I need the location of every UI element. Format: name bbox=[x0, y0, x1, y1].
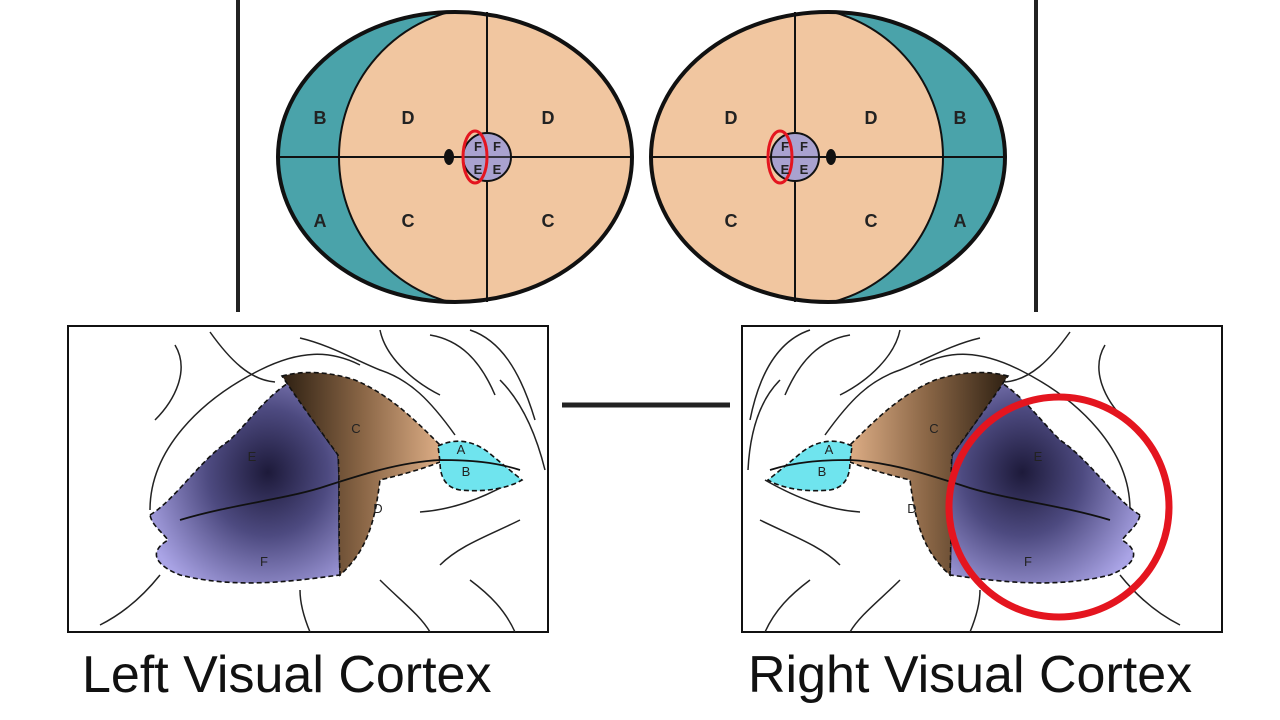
right-eye-blind-spot bbox=[826, 149, 836, 165]
right-cortex-label-d: D bbox=[907, 501, 916, 516]
left-cortex-calcarine bbox=[179, 459, 521, 521]
left-cortex-label-c: C bbox=[351, 421, 360, 436]
right-cortex-sulci bbox=[747, 329, 1181, 633]
left-cortex-label-e: E bbox=[248, 449, 257, 464]
right-cortex-label-e: E bbox=[1034, 449, 1043, 464]
right-cortex-label-a: A bbox=[825, 442, 834, 457]
left-eye-label-d2: D bbox=[542, 108, 555, 128]
left-cortex-label-a: A bbox=[457, 442, 466, 457]
right-eye-label-outer-lower: A bbox=[954, 211, 967, 231]
left-fovea-label-ur: F bbox=[493, 139, 501, 154]
left-fovea-label-ll: E bbox=[474, 162, 483, 177]
left-fovea-label-ul: F bbox=[474, 139, 482, 154]
right-cortex-region-ab bbox=[766, 440, 853, 492]
left-cortex-label-f: F bbox=[260, 554, 268, 569]
left-eye-label-outer-lower: A bbox=[314, 211, 327, 231]
right-fovea-label-ur: F bbox=[800, 139, 808, 154]
left-fovea-label-lr: E bbox=[493, 162, 502, 177]
right-eye-highlight-ring bbox=[766, 129, 794, 185]
right-eye-label-outer-upper: B bbox=[954, 108, 967, 128]
right-eye-visual-field: D D C C B A F F E E bbox=[649, 10, 1007, 304]
left-cortex-region-ab bbox=[437, 440, 524, 492]
right-eye-label-d1: D bbox=[725, 108, 738, 128]
left-eye-visual-field: B A D D C C F F E E bbox=[276, 10, 634, 304]
right-eye-label-c1: C bbox=[725, 211, 738, 231]
right-fovea-label-ll: E bbox=[781, 162, 790, 177]
left-eye-label-c1: C bbox=[402, 211, 415, 231]
right-cortex-calcarine bbox=[769, 459, 1111, 521]
left-cortex-panel: E F C D A B bbox=[67, 325, 549, 633]
right-cortex-label-c: C bbox=[929, 421, 938, 436]
right-cortex-panel: A B C D E F bbox=[741, 325, 1223, 633]
left-eye-label-outer-upper: B bbox=[314, 108, 327, 128]
left-eye-label-d1: D bbox=[402, 108, 415, 128]
right-fovea-label-ul: F bbox=[781, 139, 789, 154]
right-cortex-label-f: F bbox=[1024, 554, 1032, 569]
left-cortex-sulci bbox=[99, 329, 546, 633]
left-cortex-label-d: D bbox=[373, 501, 382, 516]
left-eye-blind-spot bbox=[444, 149, 454, 165]
left-eye-highlight-ring bbox=[461, 129, 489, 185]
right-eye-label-c2: C bbox=[865, 211, 878, 231]
right-cortex-highlight-circle bbox=[945, 393, 1173, 621]
right-fovea-label-lr: E bbox=[800, 162, 809, 177]
left-cortex-label-b: B bbox=[462, 464, 471, 479]
right-cortex-label-b: B bbox=[818, 464, 827, 479]
right-visual-cortex-caption: Right Visual Cortex bbox=[748, 646, 1193, 704]
left-visual-cortex-caption: Left Visual Cortex bbox=[82, 646, 492, 704]
right-eye-label-d2: D bbox=[865, 108, 878, 128]
left-eye-label-c2: C bbox=[542, 211, 555, 231]
